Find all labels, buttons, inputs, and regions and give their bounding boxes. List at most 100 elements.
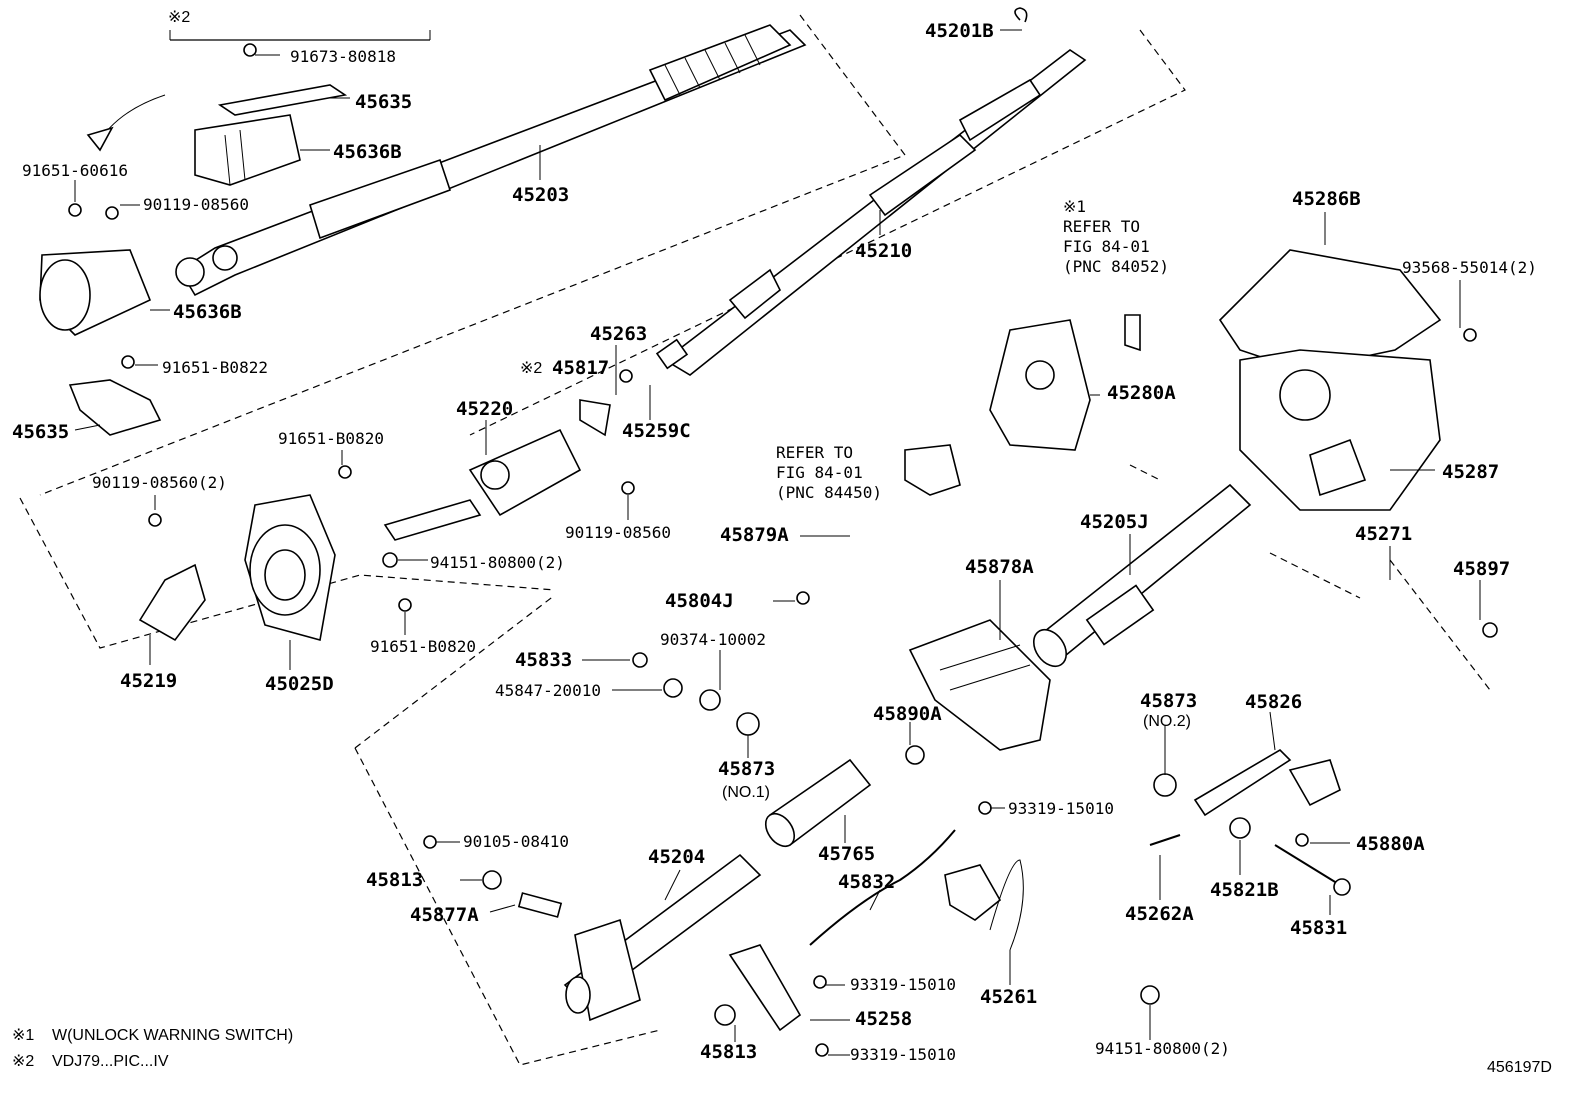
switch-pnc-84450: [904, 444, 961, 496]
footnote-1-text: W(UNLOCK WARNING SWITCH): [52, 1027, 293, 1044]
footnote-2-text: VDJ79...PIC...IV: [52, 1053, 169, 1070]
label-90374-10002: 90374-10002: [660, 630, 766, 649]
label-90119-08560-a: 90119-08560: [143, 195, 249, 214]
label-45636B-bottom: 45636B: [173, 301, 242, 323]
label-45205J: 45205J: [1080, 511, 1149, 533]
refer1-line1: REFER TO: [1063, 217, 1140, 236]
plate-45817: [579, 399, 611, 437]
label-45280A: 45280A: [1107, 382, 1176, 404]
label-45804J: 45804J: [665, 590, 734, 612]
sleeve-45765: [764, 758, 872, 848]
label-45831: 45831: [1290, 917, 1347, 939]
bracket-45635-top: [217, 84, 348, 116]
fasteners: [68, 43, 1498, 1057]
label-45832: 45832: [838, 871, 895, 893]
footnote-2-mark: ※2: [12, 1053, 34, 1070]
label-45813-b: 45813: [700, 1041, 757, 1063]
label-91651-B0820-b: 91651-B0820: [370, 637, 476, 656]
refer2-line3: (PNC 84450): [776, 483, 882, 502]
label-45635-top: 45635: [355, 91, 412, 113]
label-45765: 45765: [818, 843, 875, 865]
main-shaft-45210: [655, 7, 1087, 376]
label-45817: 45817: [552, 357, 609, 379]
refer2-line1: REFER TO: [776, 443, 853, 462]
label-45897: 45897: [1453, 558, 1510, 580]
label-45261: 45261: [980, 986, 1037, 1008]
refer1-line2: FIG 84-01: [1063, 237, 1150, 256]
bracket-45258: [728, 944, 802, 1032]
label-45873-no1-sub: (NO.1): [722, 784, 770, 801]
label-45879A: 45879A: [720, 524, 789, 546]
label-45813-a: 45813: [366, 869, 423, 891]
spring-45261: [944, 859, 1024, 951]
label-45826: 45826: [1245, 691, 1302, 713]
label-45262A: 45262A: [1125, 903, 1194, 925]
label-94151-80800-2a: 94151-80800(2): [430, 553, 565, 572]
label-45263: 45263: [590, 323, 647, 345]
label-45873-no2: 45873: [1140, 690, 1197, 712]
label-93319-15010-c: 93319-15010: [850, 1045, 956, 1064]
group-outlines: [19, 14, 1491, 1066]
label-45201B: 45201B: [925, 20, 994, 42]
label-45203: 45203: [512, 184, 569, 206]
refer2-line2: FIG 84-01: [776, 463, 863, 482]
label-45636B-top: 45636B: [333, 141, 402, 163]
label-45220: 45220: [456, 398, 513, 420]
label-45025D: 45025D: [265, 673, 334, 695]
bracket-45878A: [908, 619, 1051, 751]
refer1-mark: ※1: [1063, 197, 1086, 216]
label-45210: 45210: [855, 240, 912, 262]
label-90119-08560-2: 90119-08560(2): [92, 473, 227, 492]
wire-45832: [809, 829, 956, 946]
bracket-45635-bottom: [68, 379, 162, 436]
boot-45025D: [244, 494, 336, 642]
label-45821B: 45821B: [1210, 879, 1279, 901]
label-93568-55014: 93568-55014(2): [1402, 258, 1537, 277]
bolt-45831: [1274, 844, 1351, 896]
bracket-45280A: [989, 319, 1091, 451]
label-45259C: 45259C: [622, 420, 691, 442]
label-45880A: 45880A: [1356, 833, 1425, 855]
label-45817-mark: ※2: [520, 360, 542, 377]
label-45635-bottom: 45635: [12, 421, 69, 443]
label-45204: 45204: [648, 846, 705, 868]
label-45833: 45833: [515, 649, 572, 671]
label-91651-60616: 91651-60616: [22, 161, 128, 180]
label-91673-80818: 91673-80818: [290, 47, 396, 66]
label-45271: 45271: [1355, 523, 1412, 545]
label-45873-no2-sub: (NO.2): [1143, 713, 1191, 730]
label-45873-no1: 45873: [718, 758, 775, 780]
label-90119-08560-b: 90119-08560: [565, 523, 671, 542]
label-45287: 45287: [1442, 461, 1499, 483]
group-mark-2: ※2: [168, 9, 190, 26]
upper-cover-45636B: [194, 114, 301, 186]
label-93319-15010-a: 93319-15010: [1008, 799, 1114, 818]
label-45219: 45219: [120, 670, 177, 692]
footnote-1-mark: ※1: [12, 1027, 34, 1044]
cover-45286B: [1218, 249, 1442, 371]
label-45890A: 45890A: [873, 703, 942, 725]
refer1-line3: (PNC 84052): [1063, 257, 1169, 276]
leader-lines: [74, 29, 1481, 1056]
column-tube-45204: [563, 853, 762, 1022]
label-91651-B0822: 91651-B0822: [162, 358, 268, 377]
label-45878A: 45878A: [965, 556, 1034, 578]
bracket-45219: [138, 563, 206, 642]
label-45877A: 45877A: [410, 904, 479, 926]
universal-joint-45220: [383, 428, 582, 541]
label-45286B: 45286B: [1292, 188, 1361, 210]
cover-45287: [1239, 349, 1441, 511]
label-90105-08410: 90105-08410: [463, 832, 569, 851]
label-93319-15010-b: 93319-15010: [850, 975, 956, 994]
lower-cover-45636B: [39, 249, 152, 336]
label-45258: 45258: [855, 1008, 912, 1030]
part-labels: ※2 91673-80818 45635 45636B 91651-60616 …: [12, 9, 1552, 1076]
diagram-id: 456197D: [1487, 1059, 1552, 1076]
label-94151-80800-2b: 94151-80800(2): [1095, 1039, 1230, 1058]
lever-45826: [1193, 748, 1341, 817]
intermediate-shaft-45203: [175, 24, 807, 297]
rotation-arrow: [86, 94, 166, 152]
label-45847-20010: 45847-20010: [495, 681, 601, 700]
label-91651-B0820-a: 91651-B0820: [278, 429, 384, 448]
